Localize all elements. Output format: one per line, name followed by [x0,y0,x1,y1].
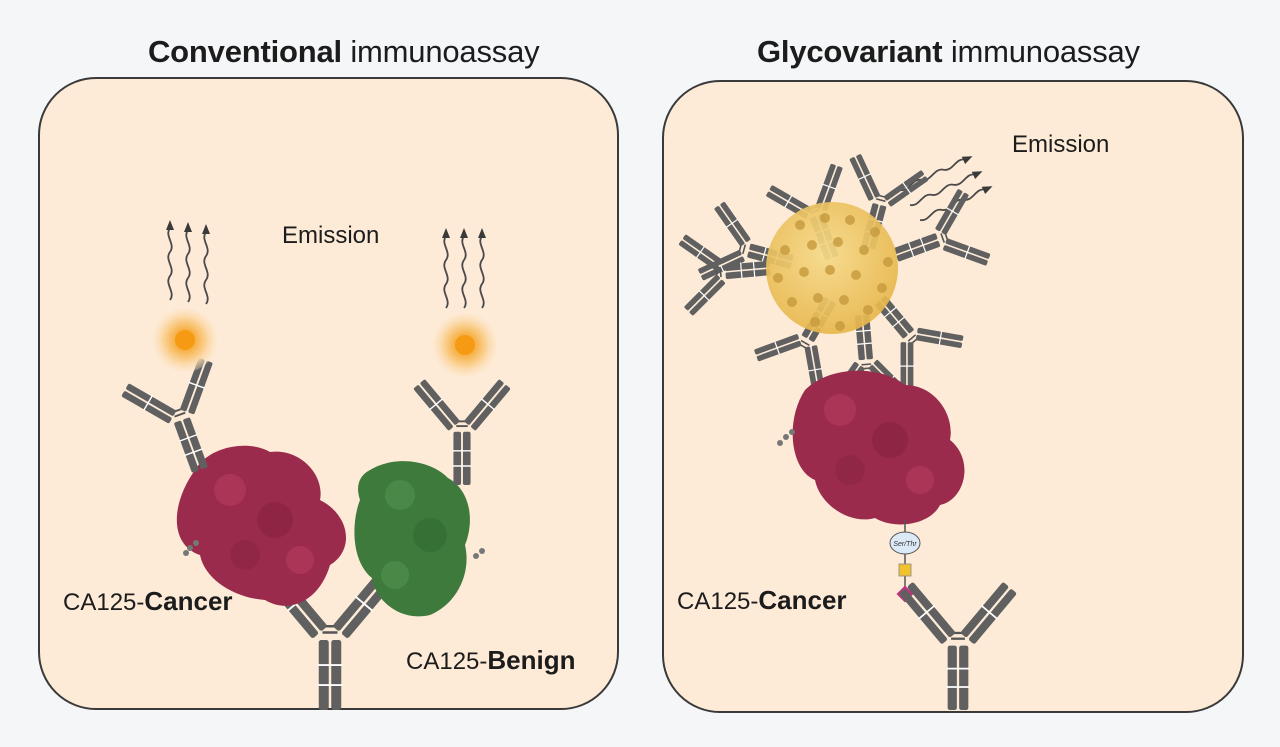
nanoparticle [766,202,898,334]
ca125-cancer-label-conventional: CA125-Cancer [63,586,233,617]
emission-waves-left-2 [441,227,487,309]
fluorophore-right [433,313,497,377]
glycan-chain: Ser/Thr [889,520,921,603]
emission-label-conventional: Emission [282,222,380,249]
label-bold: Cancer [758,585,847,615]
glycosite-label: Ser/Thr [893,541,917,548]
ca125-cancer-protein-right [777,370,965,525]
ca125-cancer-label-glycovariant: CA125-Cancer [677,585,847,616]
title-rest-part: immunoassay [942,34,1140,69]
glycovariant-immunoassay-title: Glycovariant immunoassay [757,34,1140,70]
capture-antibody-glycovariant [896,579,1020,712]
emission-waves-left-1 [165,219,211,305]
label-prefix: CA125- [677,588,759,615]
title-bold-part: Glycovariant [757,34,943,69]
ca125-benign-label: CA125-Benign [406,645,575,676]
ca125-cancer-protein-left [176,445,347,606]
ca125-benign-protein [354,461,485,617]
label-bold: Benign [487,645,576,675]
label-prefix: CA125- [63,589,145,616]
emission-label-glycovariant: Emission [1012,131,1110,158]
title-bold-part: Conventional [148,34,342,69]
label-prefix: CA125- [406,648,488,675]
label-bold: Cancer [144,586,233,616]
fluorophore-left [153,308,217,372]
conventional-immunoassay-title: Conventional immunoassay [148,34,540,70]
title-rest-part: immunoassay [341,34,540,69]
